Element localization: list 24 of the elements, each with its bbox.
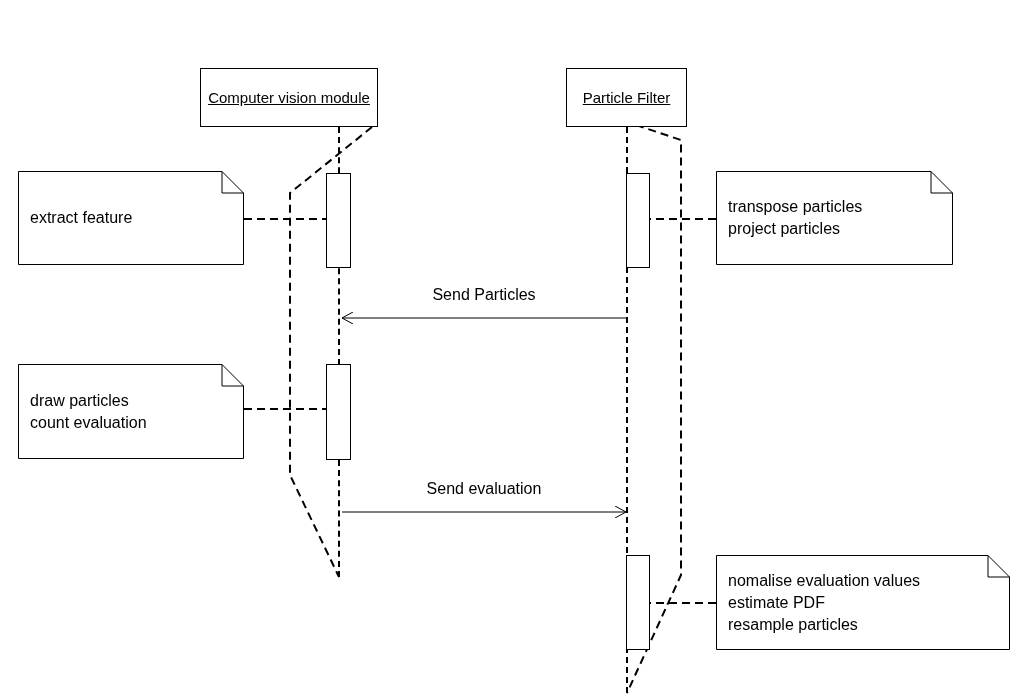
activation-bar <box>326 173 351 268</box>
lifeline-head-box <box>566 68 687 127</box>
note-box <box>716 555 1010 650</box>
note-text: transpose particles <box>728 197 864 217</box>
note-text: count evaluation <box>30 412 148 433</box>
note-box <box>716 171 953 265</box>
activation-bar <box>626 173 650 268</box>
lifeline-head-box <box>200 68 378 127</box>
note-text: resample particles <box>728 614 859 635</box>
note-connector <box>243 408 327 410</box>
note-box <box>18 364 244 459</box>
message-arrow <box>341 505 627 519</box>
note-text: draw particles <box>30 390 130 411</box>
note-text: project particles <box>728 219 842 239</box>
activation-bar <box>326 364 351 460</box>
message-arrow <box>341 311 627 325</box>
note-box <box>18 171 244 265</box>
note-connector <box>243 218 327 220</box>
lifeline-title: Computer vision module <box>208 89 370 106</box>
lifeline-title: Particle Filter <box>582 89 671 106</box>
note-text: nomalise evaluation values <box>728 570 922 591</box>
activation-bar <box>626 555 650 650</box>
note-text: estimate PDF <box>728 592 826 613</box>
note-text: extract feature <box>30 208 134 228</box>
